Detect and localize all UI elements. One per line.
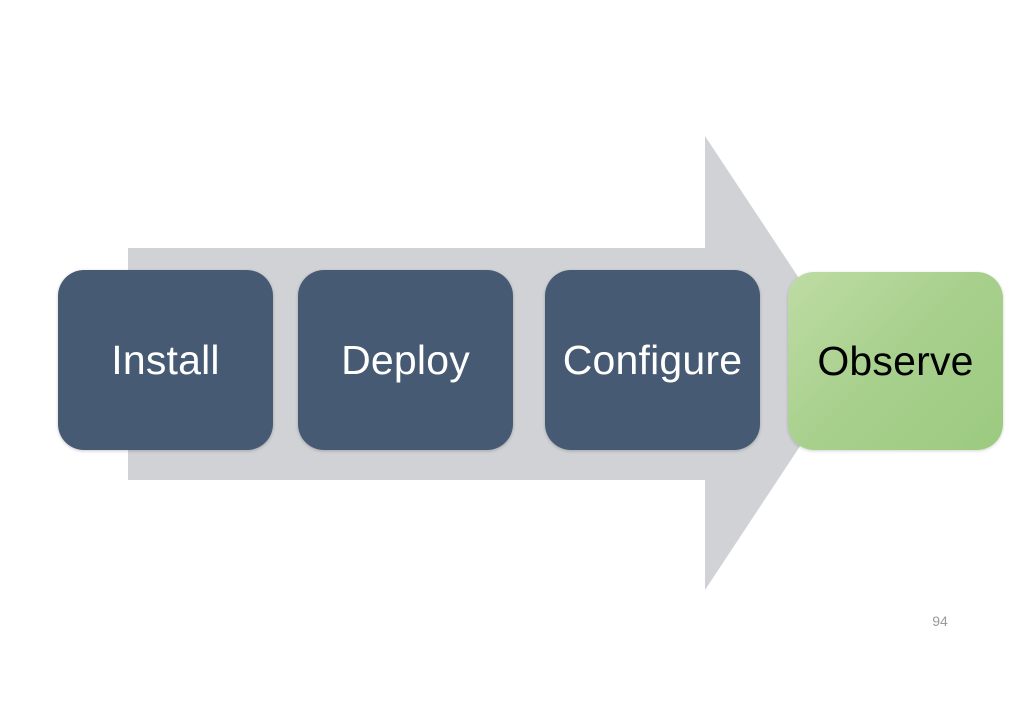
stage-label-deploy: Deploy xyxy=(341,336,470,383)
stage-box-observe[interactable]: Observe xyxy=(788,272,1003,450)
stage-label-install: Install xyxy=(111,336,220,383)
stage-label-configure: Configure xyxy=(562,336,743,383)
stage-label-observe: Observe xyxy=(817,337,974,384)
stage-box-deploy[interactable]: Deploy xyxy=(298,270,513,450)
stage-box-configure[interactable]: Configure xyxy=(545,270,760,450)
stage-box-install[interactable]: Install xyxy=(58,270,273,450)
page-number: 94 xyxy=(932,613,948,629)
